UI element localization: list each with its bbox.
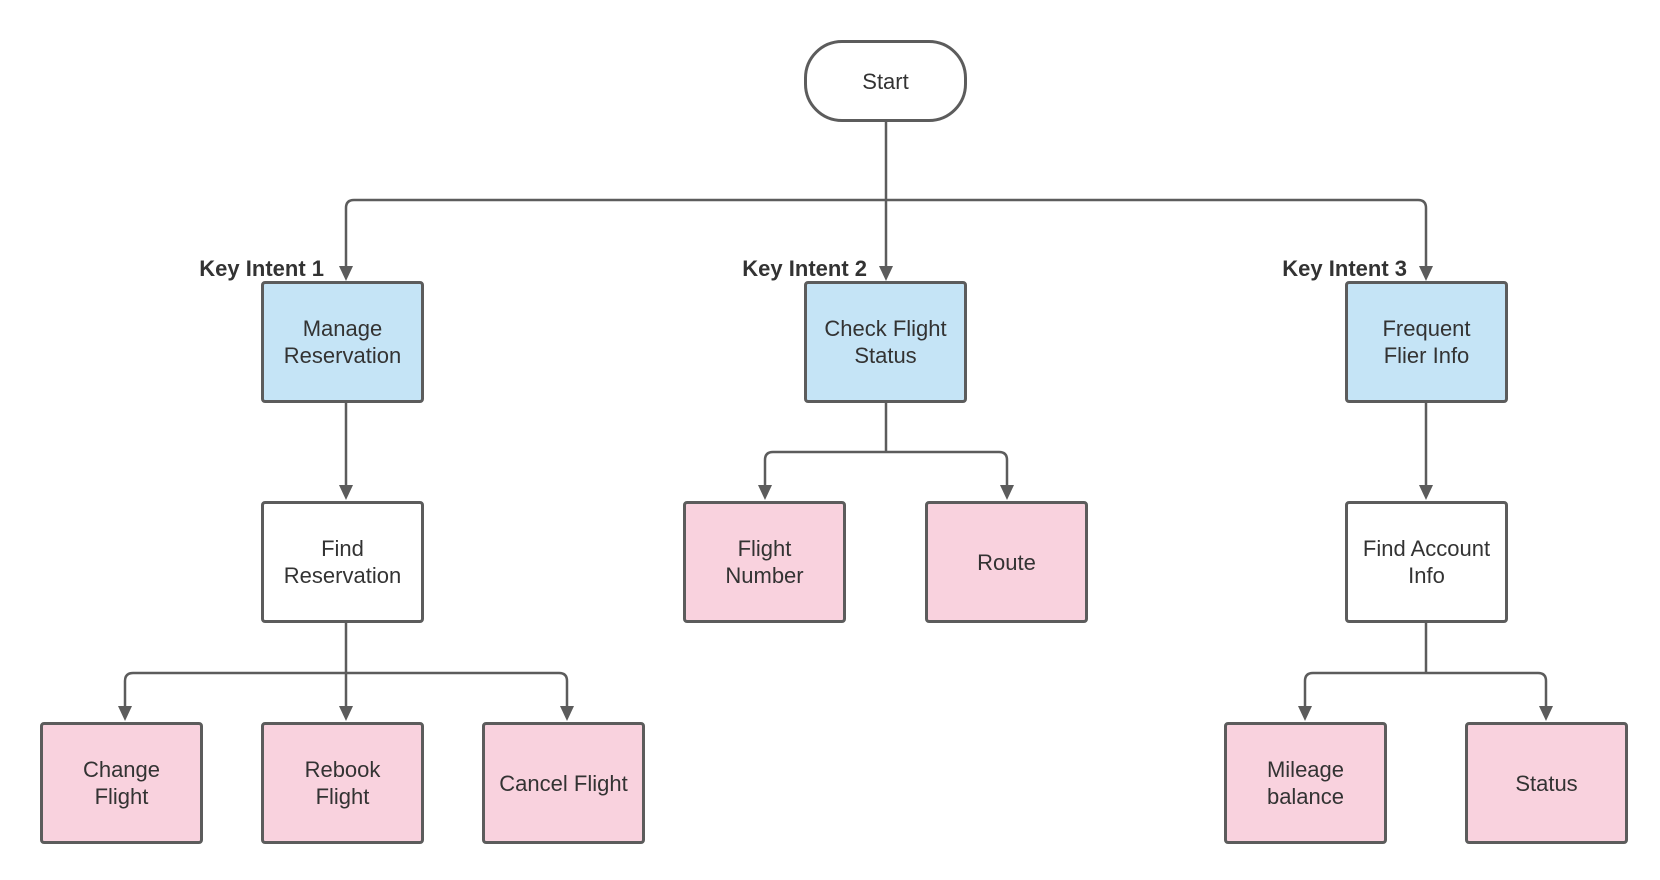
arrow-flight-number <box>758 485 772 500</box>
connector-step-3-branch <box>1303 671 1548 709</box>
arrow-mileage-balance <box>1298 706 1312 721</box>
intent-node-manage-reservation: Manage Reservation <box>261 281 424 403</box>
arrow-intent-3 <box>1419 266 1433 281</box>
key-intent-3-label: Key Intent 3 <box>1282 256 1407 281</box>
leaf-node-mileage-balance: Mileage balance <box>1224 722 1387 844</box>
step-3-title: Find Account Info <box>1362 536 1491 588</box>
leaf-node-cancel-flight: Cancel Flight <box>482 722 645 844</box>
arrow-route <box>1000 485 1014 500</box>
leaf-flight-number-label: Flight Number <box>725 536 804 588</box>
intent-node-check-flight-status: Check Flight Status <box>804 281 967 403</box>
arrow-intent-2 <box>879 266 893 281</box>
intent-3-title: Frequent Flier Info <box>1382 316 1471 368</box>
arrow-step-1 <box>339 485 353 500</box>
intent-2-title: Check Flight Status <box>824 316 947 368</box>
leaf-route-label: Route <box>977 549 1036 575</box>
leaf-node-change-flight: Change Flight <box>40 722 203 844</box>
leaf-status-label: Status <box>1515 770 1578 796</box>
leaf-change-flight-label: Change Flight <box>82 757 161 809</box>
leaf-rebook-flight-label: Rebook Flight <box>304 757 381 809</box>
key-intent-2-label: Key Intent 2 <box>742 256 867 281</box>
intent-1-title: Manage Reservation <box>283 316 402 368</box>
arrow-change-flight <box>118 706 132 721</box>
intent-node-frequent-flier-info: Frequent Flier Info <box>1345 281 1508 403</box>
start-node: Start <box>804 40 967 122</box>
leaf-cancel-flight-label: Cancel Flight <box>499 770 628 796</box>
step-node-find-account-info: Find Account Info <box>1345 501 1508 623</box>
arrow-intent-1 <box>339 266 353 281</box>
key-intent-1-label: Key Intent 1 <box>199 256 324 281</box>
step-node-find-reservation: Find Reservation <box>261 501 424 623</box>
leaf-node-flight-number: Flight Number <box>683 501 846 623</box>
step-1-title: Find Reservation <box>283 536 402 588</box>
leaf-node-route: Route <box>925 501 1088 623</box>
start-label: Start <box>862 68 909 94</box>
leaf-node-status: Status <box>1465 722 1628 844</box>
arrow-cancel-flight <box>560 706 574 721</box>
leaf-mileage-balance-label: Mileage balance <box>1266 757 1345 809</box>
leaf-node-rebook-flight: Rebook Flight <box>261 722 424 844</box>
arrow-step-3 <box>1419 485 1433 500</box>
arrow-rebook-flight <box>339 706 353 721</box>
connector-intent-2-branch <box>763 450 1009 488</box>
arrow-status <box>1539 706 1553 721</box>
